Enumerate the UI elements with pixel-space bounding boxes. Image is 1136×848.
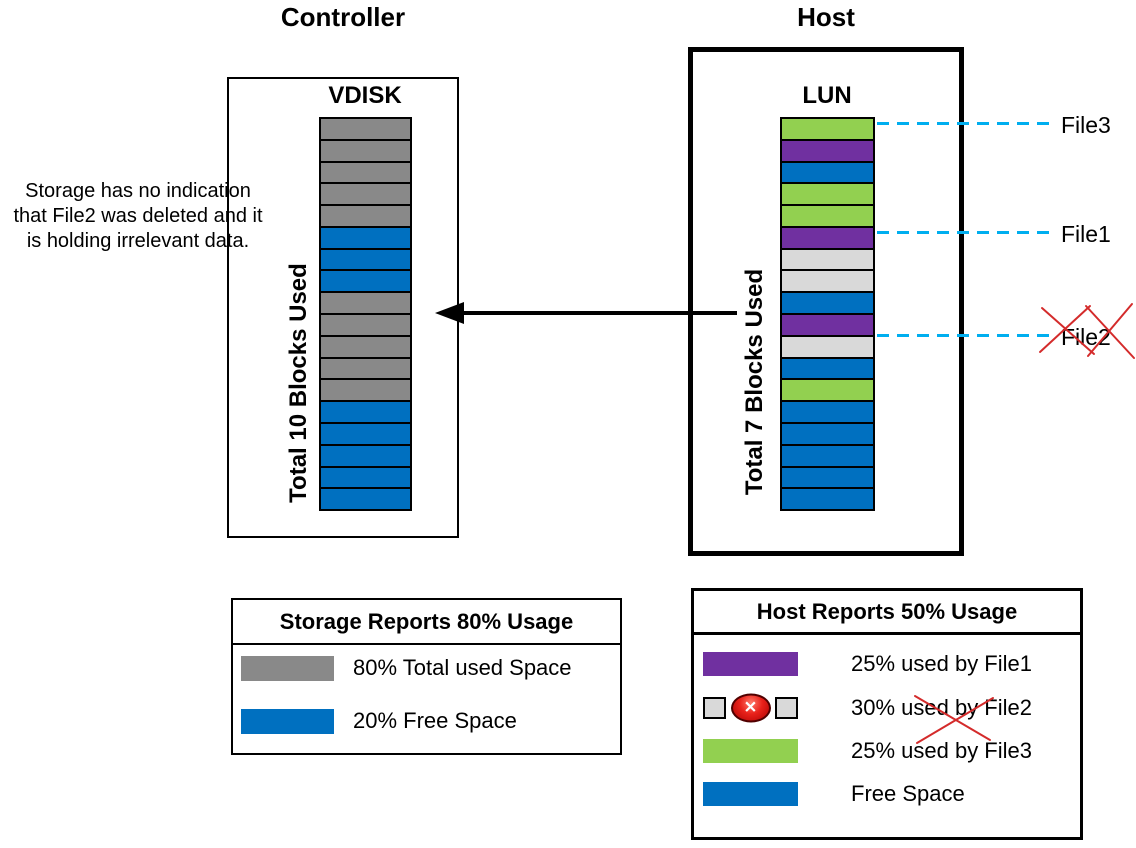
legend-row-file1: 25% used by File1 bbox=[703, 651, 1032, 677]
file1-callout-line bbox=[877, 231, 1057, 234]
file3-usage-label: 25% used by File3 bbox=[851, 738, 1032, 763]
host-legend-title: Host Reports 50% Usage bbox=[694, 591, 1080, 635]
file2-usage-label: 30% used by File2 bbox=[851, 695, 1032, 720]
block-blue bbox=[321, 423, 410, 446]
file1-swatch bbox=[703, 652, 798, 676]
free-space-swatch bbox=[241, 708, 334, 734]
block-blue bbox=[321, 467, 410, 490]
storage-legend: Storage Reports 80% Usage 80% Total used… bbox=[231, 598, 622, 755]
lun-label: LUN bbox=[802, 82, 852, 109]
block-green bbox=[782, 184, 873, 207]
host-title: Host bbox=[797, 2, 855, 32]
block-blue bbox=[782, 162, 873, 185]
block-blue bbox=[782, 358, 873, 381]
block-blue bbox=[321, 249, 410, 272]
legend-row-file2: 30% used by File2 bbox=[703, 693, 1032, 723]
file3-swatch bbox=[703, 739, 798, 763]
block-blue bbox=[321, 489, 410, 510]
legend-row-freespace: Free Space bbox=[703, 781, 965, 807]
host-free-space-label: Free Space bbox=[851, 781, 965, 806]
vdisk-label: VDISK bbox=[328, 82, 402, 109]
block-blue bbox=[782, 467, 873, 490]
free-space-label: 20% Free Space bbox=[353, 708, 517, 733]
file1-usage-label: 25% used by File1 bbox=[851, 651, 1032, 676]
block-green bbox=[782, 206, 873, 228]
host-free-space-swatch bbox=[703, 782, 798, 806]
lun-block-stack bbox=[780, 117, 875, 511]
legend-row-free: 20% Free Space bbox=[241, 708, 517, 734]
used-space-label: 80% Total used Space bbox=[353, 655, 572, 680]
delete-error-icon bbox=[730, 693, 771, 723]
vdisk-axis-label: Total 10 Blocks Used bbox=[285, 263, 312, 503]
used-space-swatch bbox=[241, 655, 334, 681]
block-gray bbox=[321, 358, 410, 381]
block-blue bbox=[321, 402, 410, 424]
block-purple bbox=[782, 227, 873, 250]
file3-label: File3 bbox=[1061, 112, 1111, 138]
file2-deleted-swatch bbox=[703, 693, 798, 723]
block-blue bbox=[321, 271, 410, 294]
file3-callout-line bbox=[877, 122, 1057, 125]
block-blue bbox=[782, 489, 873, 510]
file1-label: File1 bbox=[1061, 221, 1111, 247]
host-legend: Host Reports 50% Usage 25% used by File1… bbox=[691, 588, 1083, 840]
block-green bbox=[782, 380, 873, 403]
legend-file2-red-cross-icon bbox=[914, 695, 994, 744]
file2-callout-line bbox=[877, 334, 1057, 337]
block-blue bbox=[321, 445, 410, 468]
block-gray bbox=[321, 206, 410, 228]
legend-row-used: 80% Total used Space bbox=[241, 655, 572, 681]
block-light-gray bbox=[782, 271, 873, 294]
block-blue bbox=[782, 402, 873, 424]
lun-axis-label: Total 7 Blocks Used bbox=[741, 268, 768, 496]
storage-note-text: Storage has no indication that File2 was… bbox=[13, 180, 263, 252]
vdisk-block-stack bbox=[319, 117, 412, 511]
legend-row-file3: 25% used by File3 bbox=[703, 738, 1032, 764]
file2-gray-block-icon bbox=[703, 697, 726, 719]
block-blue bbox=[782, 293, 873, 316]
block-light-gray bbox=[782, 336, 873, 359]
file2-gray-block-icon bbox=[775, 697, 798, 719]
storage-legend-title: Storage Reports 80% Usage bbox=[233, 600, 620, 645]
block-gray bbox=[321, 140, 410, 163]
block-blue bbox=[782, 445, 873, 468]
arrow-host-to-controller bbox=[460, 311, 737, 315]
host-box bbox=[688, 47, 964, 556]
controller-title: Controller bbox=[280, 2, 406, 32]
block-gray bbox=[321, 162, 410, 185]
block-gray bbox=[321, 380, 410, 403]
block-green bbox=[782, 119, 873, 141]
block-gray bbox=[321, 184, 410, 207]
block-gray bbox=[321, 293, 410, 316]
block-light-gray bbox=[782, 249, 873, 272]
block-purple bbox=[782, 315, 873, 337]
block-gray bbox=[321, 336, 410, 359]
arrow-left-head-icon bbox=[435, 302, 464, 324]
file2-red-cross-icon bbox=[1039, 303, 1135, 359]
block-gray bbox=[321, 315, 410, 337]
block-purple bbox=[782, 140, 873, 163]
block-gray bbox=[321, 119, 410, 141]
block-blue bbox=[782, 423, 873, 446]
block-blue bbox=[321, 227, 410, 250]
